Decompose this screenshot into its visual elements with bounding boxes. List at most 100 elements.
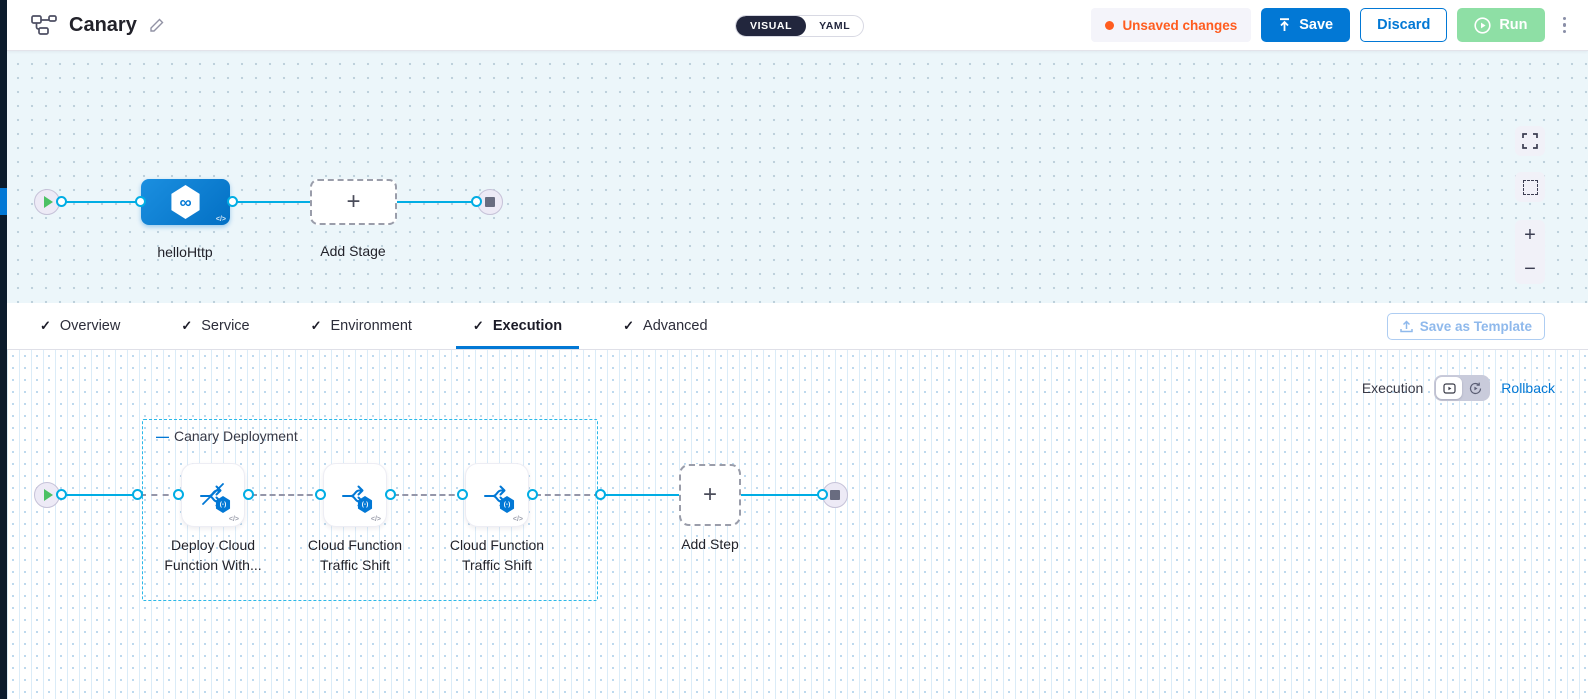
plus-icon: + — [702, 481, 717, 508]
edit-title-button[interactable] — [149, 17, 165, 33]
add-stage-button[interactable]: + — [310, 179, 397, 225]
connector-port[interactable] — [227, 196, 238, 207]
step-traffic-shift-2[interactable]: (-) </> — [465, 463, 529, 527]
check-icon: ✓ — [472, 318, 484, 333]
connector-line-dashed — [251, 494, 322, 496]
connector-line — [741, 494, 822, 496]
stop-icon — [830, 490, 840, 500]
code-icon: </> — [512, 516, 523, 523]
connector-line-dashed — [393, 494, 464, 496]
play-icon — [44, 489, 53, 501]
serverless-hexagon-icon: ∞ — [171, 185, 200, 219]
connector-port[interactable] — [135, 196, 146, 207]
marquee-select-icon — [1522, 179, 1538, 195]
pipeline-start-node[interactable] — [34, 189, 60, 215]
connector-port[interactable] — [132, 489, 143, 500]
execution-start-node[interactable] — [34, 482, 60, 508]
code-icon: </> — [370, 516, 381, 523]
side-nav-active-indicator — [0, 188, 7, 215]
tab-service[interactable]: ✓ Service — [164, 303, 266, 349]
execution-mode-row: Execution Rollback — [1362, 375, 1555, 401]
zoom-controls: + − — [1515, 220, 1545, 284]
collapse-group-icon[interactable]: — — [156, 428, 169, 444]
step-deploy-cloud-function[interactable]: (-) </> — [181, 463, 245, 527]
fullscreen-icon — [1522, 133, 1538, 149]
unsaved-dot-icon — [1105, 20, 1115, 30]
upload-icon — [1280, 18, 1290, 31]
connector-port[interactable] — [243, 489, 254, 500]
step-name-label: Cloud Function Traffic Shift — [449, 537, 545, 573]
connector-port[interactable] — [471, 196, 482, 207]
connector-line — [233, 201, 310, 203]
pipeline-studio: Canary VISUAL YAML Unsaved changes Save — [7, 0, 1588, 699]
tab-execution[interactable]: ✓ Execution — [455, 303, 580, 349]
cloud-function-badge-icon: (-) — [499, 496, 515, 513]
unsaved-changes-badge: Unsaved changes — [1091, 8, 1252, 42]
collapsed-side-nav[interactable] — [0, 0, 7, 699]
step-group-title: Canary Deployment — [174, 428, 298, 444]
execution-end-node[interactable] — [822, 482, 848, 508]
unsaved-changes-label: Unsaved changes — [1122, 17, 1238, 33]
stage-canvas[interactable]: ∞ </> + helloHttp Add Stage + − — [7, 51, 1588, 303]
check-icon: ✓ — [310, 318, 322, 333]
add-step-button[interactable]: + — [679, 464, 741, 526]
rollback-mode-button[interactable] — [1462, 377, 1488, 399]
run-label: Run — [1499, 17, 1528, 33]
connector-port[interactable] — [56, 196, 67, 207]
execution-canvas[interactable]: Execution Rollback — [7, 350, 1588, 699]
play-icon — [44, 196, 53, 208]
execution-mode-button[interactable] — [1436, 377, 1463, 399]
pipeline-icon — [31, 15, 57, 35]
visual-toggle-button[interactable]: VISUAL — [736, 16, 807, 36]
play-circle-icon — [1474, 16, 1491, 34]
execution-rollback-toggle — [1434, 375, 1491, 401]
execution-icon — [1443, 382, 1456, 394]
discard-button[interactable]: Discard — [1360, 8, 1448, 42]
select-mode-button[interactable] — [1515, 172, 1545, 202]
execution-mode-label: Execution — [1361, 380, 1424, 396]
tab-advanced[interactable]: ✓ Advanced — [606, 303, 724, 349]
connector-line — [61, 201, 139, 203]
step-group-canary-deployment[interactable]: — Canary Deployment — [142, 419, 598, 601]
connector-port[interactable] — [385, 489, 396, 500]
connector-port[interactable] — [817, 489, 828, 500]
cloud-function-badge-icon: (-) — [357, 496, 373, 513]
connector-port[interactable] — [595, 489, 606, 500]
code-icon: </> — [215, 216, 226, 223]
save-button[interactable]: Save — [1261, 8, 1351, 42]
discard-label: Discard — [1377, 17, 1431, 33]
step-traffic-shift-1[interactable]: (-) </> — [323, 463, 387, 527]
rollback-link[interactable]: Rollback — [1501, 380, 1555, 396]
template-upload-icon — [1399, 320, 1413, 333]
yaml-toggle-button[interactable]: YAML — [806, 17, 863, 36]
connector-line — [601, 494, 679, 496]
header: Canary VISUAL YAML Unsaved changes Save — [7, 0, 1588, 51]
zoom-out-button[interactable]: − — [1524, 258, 1536, 280]
connector-port[interactable] — [173, 489, 184, 500]
stage-tab-bar: ✓ Overview ✓ Service ✓ Environment ✓ Exe… — [7, 303, 1588, 350]
check-icon: ✓ — [181, 318, 193, 333]
rollback-icon — [1469, 382, 1481, 394]
connector-port[interactable] — [315, 489, 326, 500]
add-step-label: Add Step — [681, 536, 739, 552]
run-button[interactable]: Run — [1457, 8, 1545, 42]
add-stage-label: Add Stage — [320, 243, 386, 259]
step-name-label: Deploy Cloud Function With... — [164, 537, 262, 573]
save-as-template-button[interactable]: Save as Template — [1386, 313, 1545, 340]
code-icon: </> — [228, 516, 239, 523]
plus-icon: + — [346, 188, 361, 215]
more-options-button[interactable] — [1555, 13, 1575, 38]
connector-port[interactable] — [457, 489, 468, 500]
check-icon: ✓ — [40, 318, 51, 333]
stage-node-hellohttp[interactable]: ∞ </> — [141, 179, 230, 225]
zoom-in-button[interactable]: + — [1524, 224, 1536, 246]
check-icon: ✓ — [623, 318, 635, 333]
connector-port[interactable] — [56, 489, 67, 500]
cloud-function-badge-icon: (-) — [215, 496, 231, 513]
connector-port[interactable] — [527, 489, 538, 500]
fullscreen-button[interactable] — [1515, 126, 1545, 156]
visual-yaml-toggle: VISUAL YAML — [735, 15, 865, 37]
tab-overview[interactable]: ✓ Overview — [23, 303, 137, 349]
tab-environment[interactable]: ✓ Environment — [294, 303, 429, 349]
save-label: Save — [1299, 17, 1334, 33]
